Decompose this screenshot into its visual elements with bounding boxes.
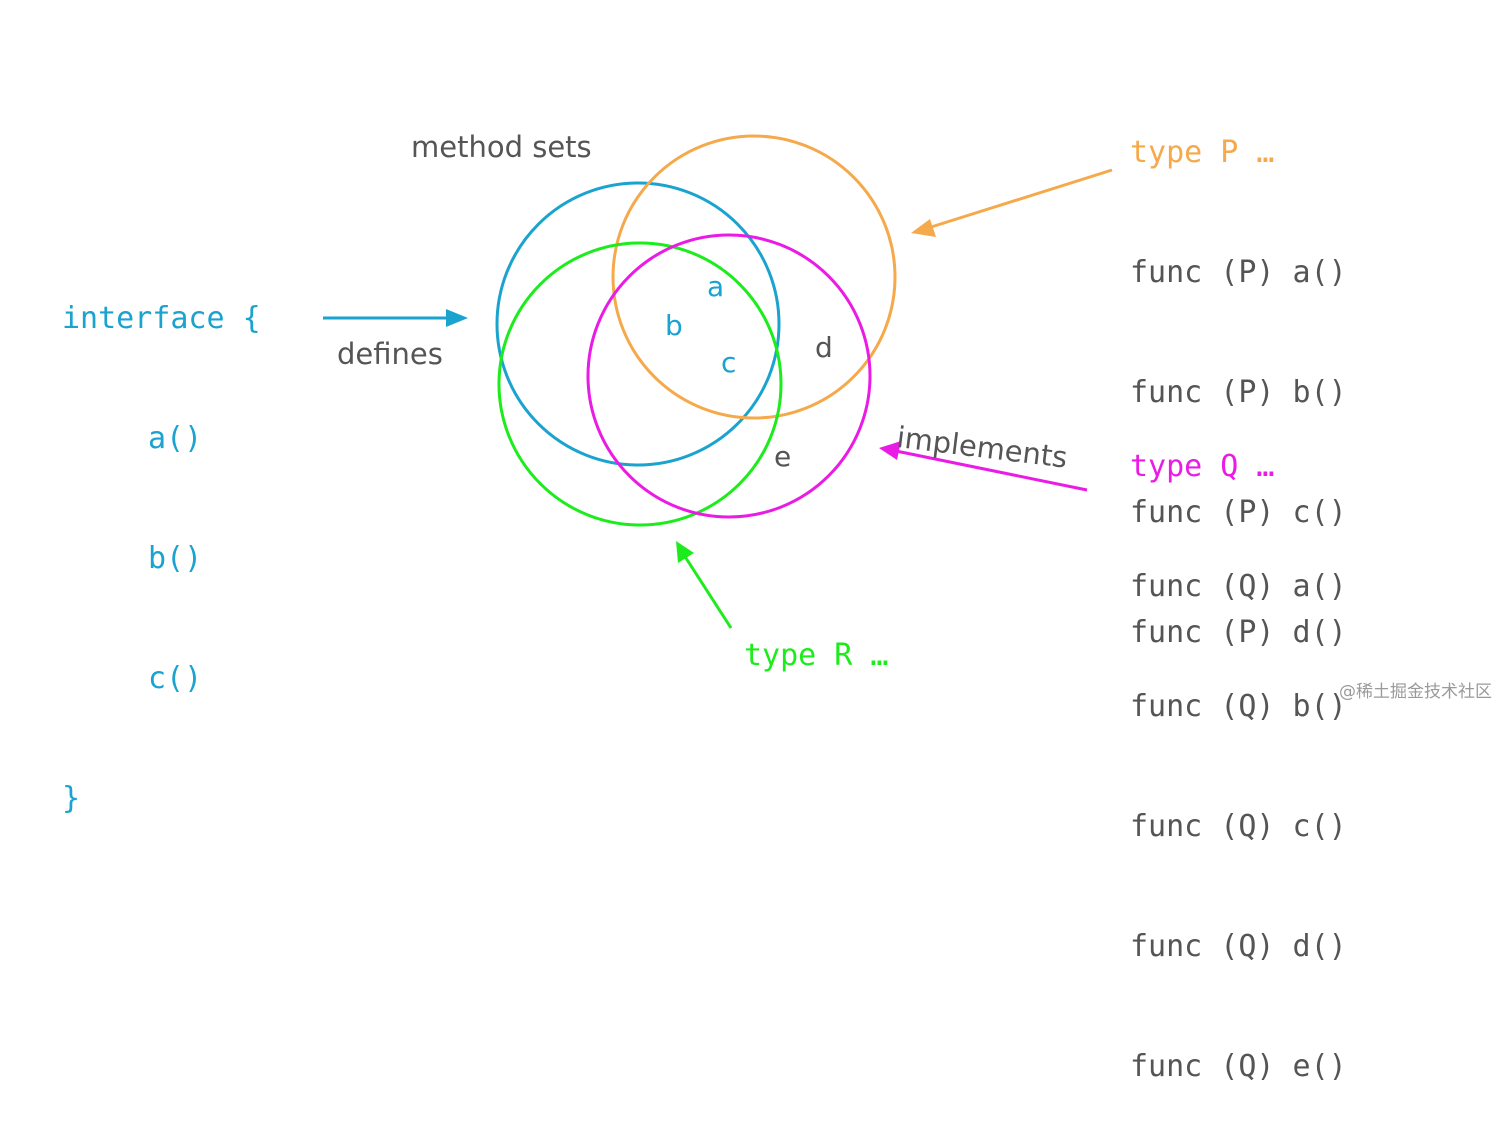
type-q-title: type Q … xyxy=(1130,449,1275,484)
type-p-title: type P … xyxy=(1130,135,1275,170)
interface-method-b: b() xyxy=(148,541,203,576)
set-letter-e: e xyxy=(774,440,792,473)
type-p-arrow xyxy=(911,168,1113,237)
type-q-func-b: func (Q) b() xyxy=(1130,689,1347,724)
type-q-method-set-circle xyxy=(586,233,872,519)
set-letter-d: d xyxy=(815,331,833,364)
interface-open-line: interface { xyxy=(62,301,261,336)
interface-definition: interface { a() b() c() } xyxy=(62,219,261,859)
type-q-func-d: func (Q) d() xyxy=(1130,929,1347,964)
type-r-title: type R … xyxy=(744,638,889,673)
type-p-func-a: func (P) a() xyxy=(1130,255,1347,290)
interface-method-c: c() xyxy=(148,661,203,696)
defines-arrow xyxy=(323,309,468,327)
type-p-definition: type P … func (P) a() func (P) b() func … xyxy=(1130,53,1347,693)
set-letter-c: c xyxy=(721,346,737,379)
type-p-func-d: func (P) d() xyxy=(1130,615,1347,650)
implements-arrow xyxy=(879,441,1088,492)
type-p-method-set-circle xyxy=(611,134,897,420)
type-p-func-c: func (P) c() xyxy=(1130,495,1347,530)
set-letter-a: a xyxy=(707,270,725,303)
venn-diagram xyxy=(323,134,1113,629)
type-q-definition: type Q … func (Q) a() func (Q) b() func … xyxy=(1130,367,1347,1127)
type-r-arrow xyxy=(676,541,733,629)
interface-method-set-circle xyxy=(495,181,781,467)
watermark: @稀土掘金技术社区 xyxy=(1339,682,1492,702)
type-q-func-a: func (Q) a() xyxy=(1130,569,1347,604)
defines-label: defines xyxy=(337,337,443,371)
type-p-func-b: func (P) b() xyxy=(1130,375,1347,410)
type-q-func-c: func (Q) c() xyxy=(1130,809,1347,844)
interface-close-line: } xyxy=(62,781,81,816)
type-r-method-set-circle xyxy=(497,241,783,527)
method-sets-label: method sets xyxy=(411,130,592,164)
set-letter-b: b xyxy=(665,309,683,342)
interface-method-a: a() xyxy=(148,421,203,456)
type-q-func-e: func (Q) e() xyxy=(1130,1049,1347,1084)
